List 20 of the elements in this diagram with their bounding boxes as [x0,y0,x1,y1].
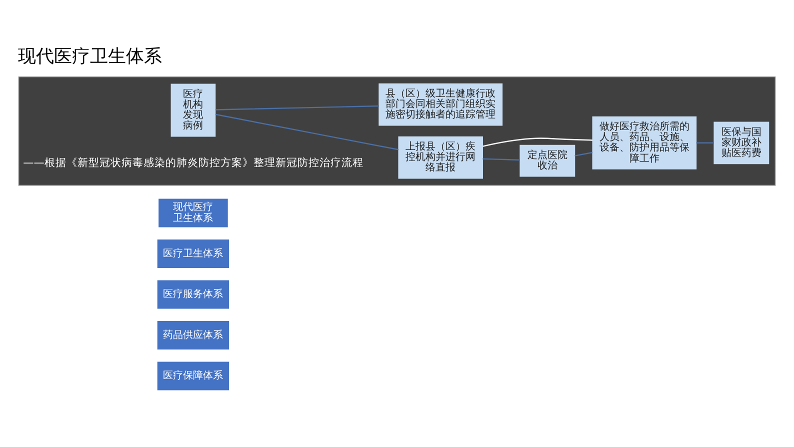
connector [482,137,592,146]
connector [215,113,399,150]
connector [215,104,379,110]
node-box: 现代医疗卫生体系 [158,197,229,228]
node-box: 医疗机构发现病例 [170,83,216,136]
node-box: 医疗服务体系 [156,278,230,310]
connector [574,151,592,156]
node-box: 医保与国家财政补贴医药费 [714,121,770,164]
node-box: 上报县（区）疾控机构并进行网络直报 [398,136,483,178]
node-box: 药品供应体系 [156,320,230,350]
node-box: 医疗保障体系 [156,360,230,391]
node-box: 定点医院收治 [520,144,576,176]
connector [696,142,714,143]
node-box: 县（区）级卫生健康行政部门会同相关部门组织实施密切接触者的追踪管理 [378,82,503,126]
node-box: 医疗卫生体系 [156,238,230,268]
node-box: 做好医疗救治所需的人员、药品、设施、设备、防护用品等保障工作 [592,116,697,169]
diagram-title: 现代医疗卫生体系 [18,45,162,66]
connector [482,158,520,160]
cluster [18,76,776,186]
label: ——根据《新型冠状病毒感染的肺炎防控方案》整理新冠防控治疗流程 [23,156,364,169]
